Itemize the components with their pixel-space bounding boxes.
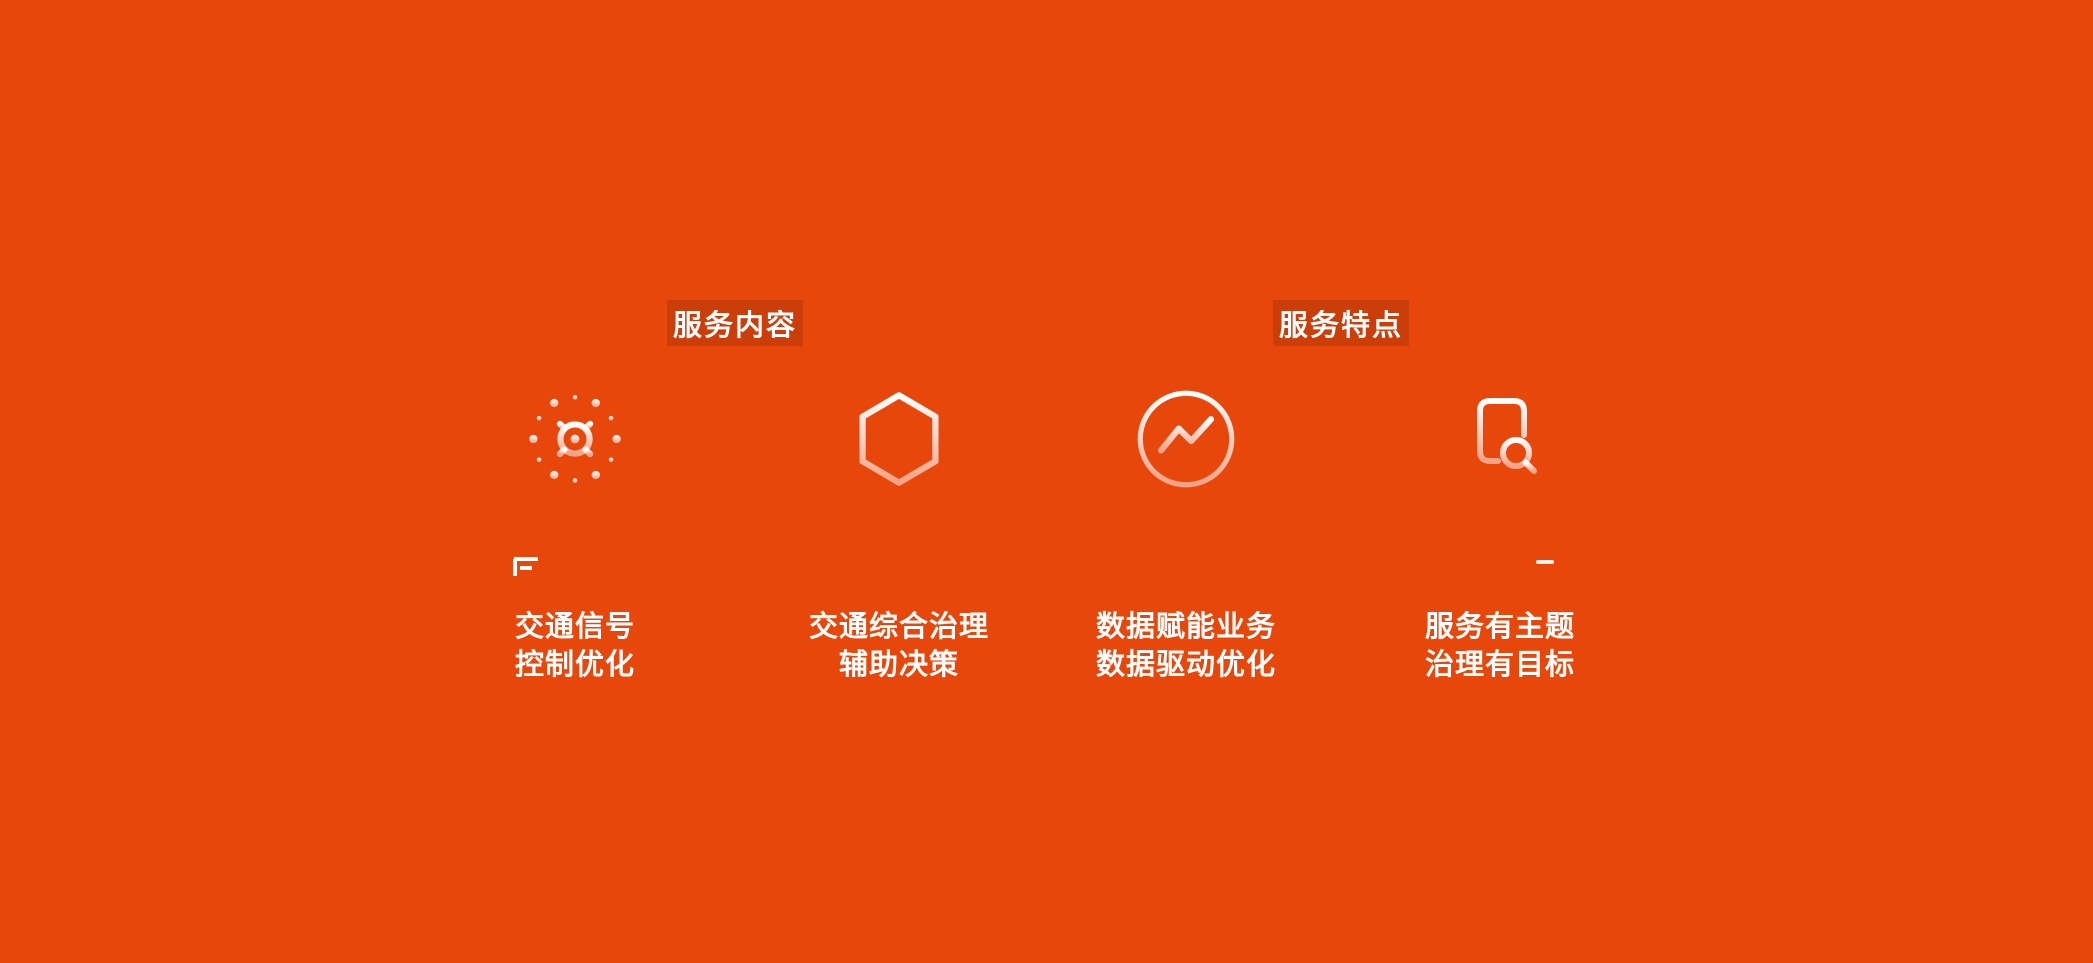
document-search-icon <box>1310 386 1690 492</box>
feature-card-signal-control: 交通信号 控制优化 <box>385 386 765 684</box>
gear-network-icon <box>385 386 765 492</box>
render-artifact-partial-glyph <box>512 556 542 578</box>
feature-card-data-empowerment: 数据赋能业务 数据驱动优化 <box>996 386 1376 684</box>
feature-title: 交通综合治理 辅助决策 <box>709 608 1089 684</box>
feature-title-line-2: 数据驱动优化 <box>1095 649 1276 681</box>
feature-title-line-1: 数据赋能业务 <box>1095 611 1276 643</box>
section-title-service-content: 服务内容 <box>666 300 804 346</box>
feature-title: 数据赋能业务 数据驱动优化 <box>996 608 1376 684</box>
feature-card-service-theme: 服务有主题 治理有目标 <box>1310 386 1690 684</box>
render-artifact-dash <box>1536 560 1554 564</box>
feature-title: 交通信号 控制优化 <box>385 608 765 684</box>
feature-title-line-2: 治理有目标 <box>1424 649 1575 681</box>
feature-title-line-1: 交通综合治理 <box>808 611 989 643</box>
feature-title-line-1: 服务有主题 <box>1424 611 1575 643</box>
feature-title: 服务有主题 治理有目标 <box>1310 608 1690 684</box>
feature-title-line-1: 交通信号 <box>514 611 635 643</box>
section-title-service-features: 服务特点 <box>1272 300 1410 346</box>
feature-title-line-2: 控制优化 <box>514 649 635 681</box>
feature-title-line-2: 辅助决策 <box>838 649 959 681</box>
trend-line-circle-icon <box>996 386 1376 492</box>
feature-card-comprehensive-governance: 交通综合治理 辅助决策 <box>709 386 1089 684</box>
hexagon-bar-chart-icon <box>709 386 1089 492</box>
